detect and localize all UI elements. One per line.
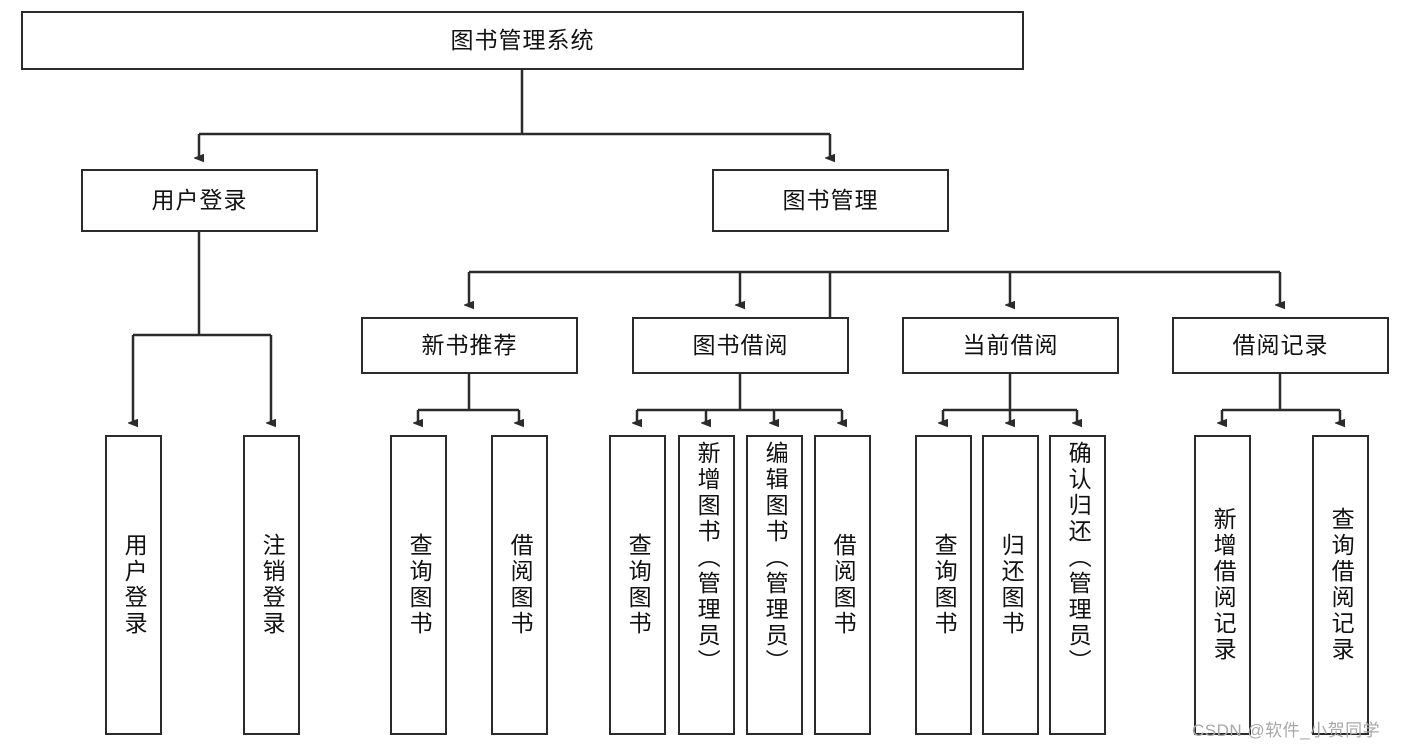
node-book-borrow[interactable]: 图书借阅	[632, 317, 849, 374]
node-leaf-add-borrow-record[interactable]: 新增借阅记录	[1194, 435, 1251, 735]
node-label: 归还图书	[998, 533, 1025, 637]
node-label: 新书推荐	[421, 331, 518, 358]
node-leaf-query-book-recommend[interactable]: 查询图书	[390, 435, 447, 735]
node-label: 新增借阅记录	[1210, 507, 1237, 663]
node-label: 新增图书（管理员）	[694, 441, 721, 675]
node-label: 查询借阅记录	[1328, 507, 1355, 663]
node-label: 确认归还（管理员）	[1065, 441, 1092, 675]
node-leaf-add-book-admin[interactable]: 新增图书（管理员）	[678, 435, 735, 735]
node-user-login[interactable]: 用户登录	[81, 169, 318, 232]
node-label: 当前借阅	[962, 331, 1059, 358]
node-leaf-query-book-current[interactable]: 查询图书	[915, 435, 972, 735]
node-leaf-borrow-book-recommend[interactable]: 借阅图书	[491, 435, 548, 735]
node-label: 查询图书	[625, 533, 652, 637]
node-label: 注销登录	[259, 533, 286, 637]
node-leaf-query-borrow-record[interactable]: 查询借阅记录	[1312, 435, 1369, 735]
node-leaf-edit-book-admin[interactable]: 编辑图书（管理员）	[746, 435, 803, 735]
node-borrow-record[interactable]: 借阅记录	[1172, 317, 1389, 374]
node-leaf-borrow-book[interactable]: 借阅图书	[814, 435, 871, 735]
node-leaf-confirm-return-admin[interactable]: 确认归还（管理员）	[1049, 435, 1106, 735]
node-label: 编辑图书（管理员）	[762, 441, 789, 675]
watermark-text: CSDN @软件_小贺同学	[1192, 721, 1381, 740]
node-leaf-query-book[interactable]: 查询图书	[609, 435, 666, 735]
node-label: 查询图书	[406, 533, 433, 637]
node-root-book-management-system[interactable]: 图书管理系统	[21, 11, 1024, 70]
node-label: 图书借阅	[692, 331, 789, 358]
node-label: 图书管理	[782, 186, 879, 213]
node-leaf-user-login[interactable]: 用户登录	[105, 435, 162, 735]
node-leaf-user-logout[interactable]: 注销登录	[243, 435, 300, 735]
node-label: 图书管理系统	[450, 26, 595, 53]
node-new-book-recommend[interactable]: 新书推荐	[361, 317, 578, 374]
node-label: 借阅图书	[507, 533, 534, 637]
node-label: 查询图书	[931, 533, 958, 637]
node-label: 借阅图书	[830, 533, 857, 637]
node-book-management[interactable]: 图书管理	[712, 169, 949, 232]
node-current-borrow[interactable]: 当前借阅	[902, 317, 1119, 374]
node-leaf-return-book[interactable]: 归还图书	[982, 435, 1039, 735]
node-label: 用户登录	[151, 186, 248, 213]
node-label: 用户登录	[121, 533, 148, 637]
node-label: 借阅记录	[1232, 331, 1329, 358]
